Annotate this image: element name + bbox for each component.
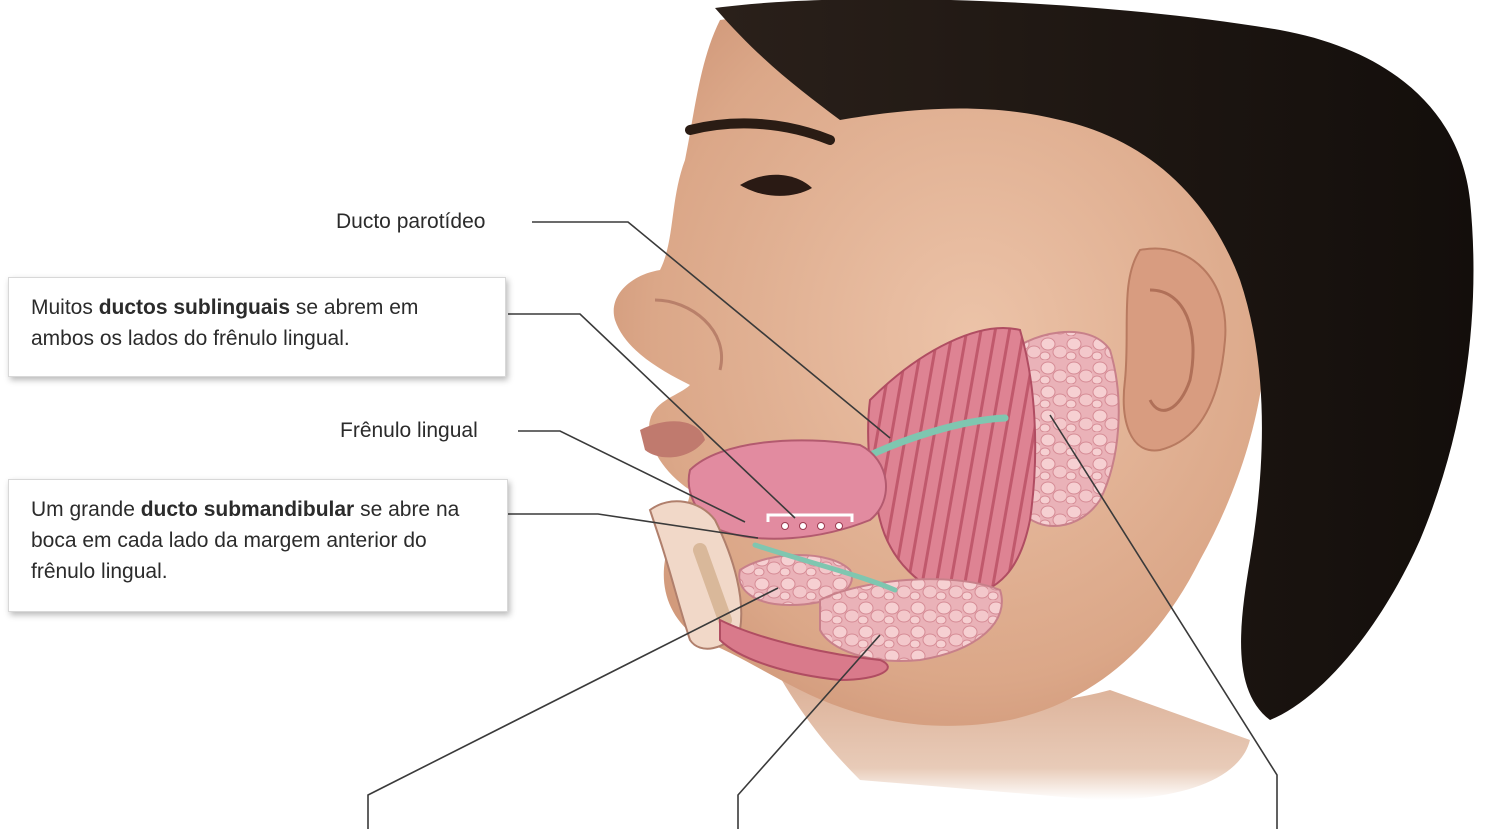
label-parotid-duct: Ducto parotídeo — [336, 208, 485, 235]
callout-submandibular-duct: Um grande ducto submandibular se abre na… — [8, 479, 508, 612]
callout-sublingual-ducts: Muitos ductos sublinguais se abrem em am… — [8, 277, 506, 377]
callout-sublingual-term: ductos sublinguais — [99, 296, 290, 319]
label-lingual-frenulum: Frênulo lingual — [340, 417, 478, 444]
callout-sublingual-prefix: Muitos — [31, 296, 99, 319]
callout-submandibular-prefix: Um grande — [31, 498, 141, 521]
callout-submandibular-term: ducto submandibular — [141, 498, 355, 521]
